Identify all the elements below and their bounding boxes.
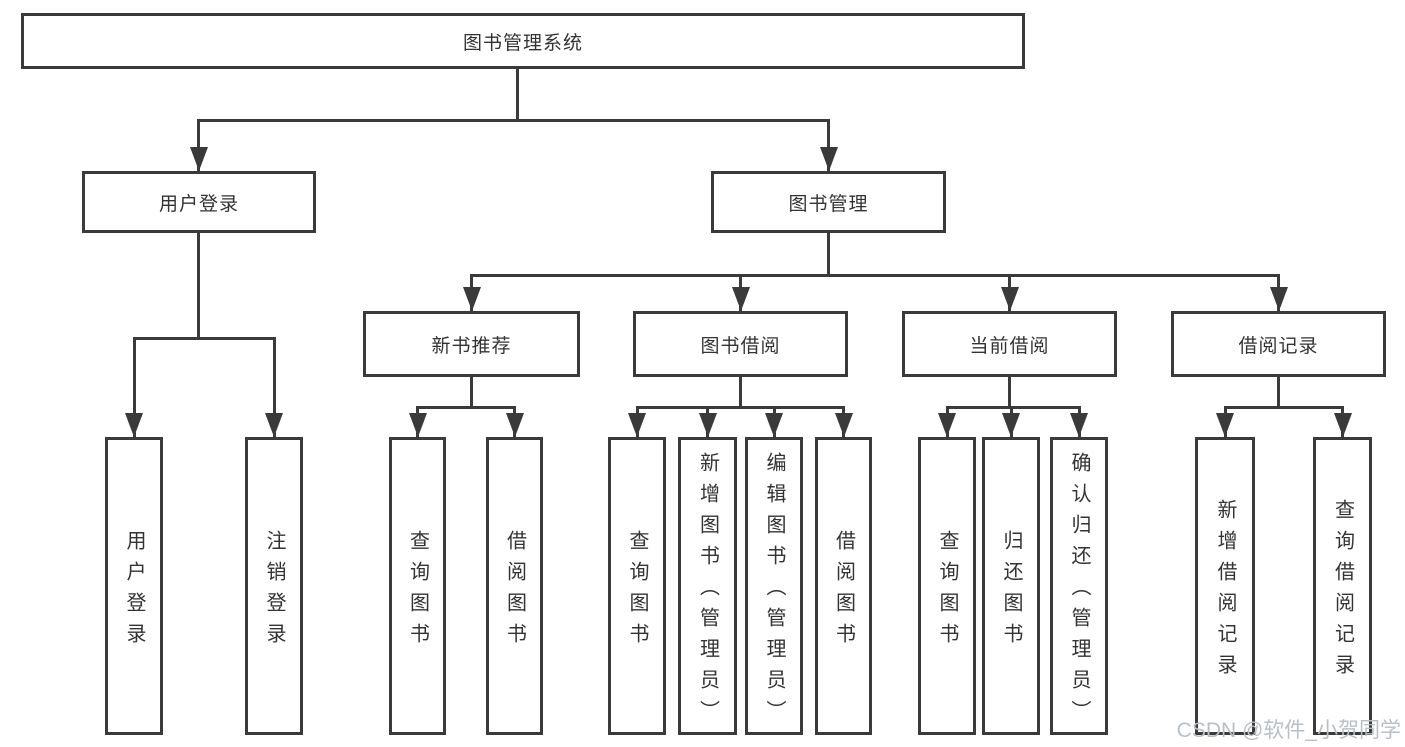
node-root: 图书管理系统	[21, 13, 1025, 69]
connector-book-mgmt-stem	[827, 233, 830, 277]
leaf-cb-confirm-return: 确认归还（管理员）	[1050, 437, 1108, 735]
arrowhead-icon	[1270, 287, 1288, 311]
node-new-book-rec: 新书推荐	[363, 311, 580, 377]
leaf-cb-query-book: 查询图书	[918, 437, 976, 735]
leaf-bb-add-book: 新增图书（管理员）	[678, 437, 737, 735]
leaf-logout: 注销登录	[245, 437, 303, 735]
node-borrow-record: 借阅记录	[1171, 311, 1386, 377]
leaf-cb-query-book-label: 查询图书	[936, 529, 958, 654]
connector-drop-leaf-logout	[273, 340, 276, 437]
connector-book-borrow-bus	[636, 406, 845, 409]
connector-drop-book-mgmt	[827, 122, 830, 171]
connector-drop-leaf-user-login	[133, 340, 136, 437]
arrowhead-icon	[628, 413, 646, 437]
node-user-login-label: 用户登录	[158, 193, 239, 215]
node-book-borrow-label: 图书借阅	[700, 335, 781, 357]
leaf-br-query-record-label: 查询借阅记录	[1331, 498, 1354, 685]
connector-user-login-bus	[133, 337, 276, 340]
leaf-cb-confirm-return-label: 确认归还（管理员）	[1068, 452, 1090, 731]
leaf-br-query-record: 查询借阅记录	[1313, 437, 1372, 735]
node-root-label: 图书管理系统	[462, 32, 583, 54]
arrowhead-icon	[1216, 413, 1234, 437]
node-current-borrow: 当前借阅	[902, 311, 1117, 377]
leaf-cb-return-book: 归还图书	[982, 437, 1040, 735]
connector-root-bus	[197, 119, 830, 122]
leaf-bb-edit-book-label: 编辑图书（管理员）	[763, 452, 785, 731]
node-book-mgmt: 图书管理	[711, 171, 946, 233]
leaf-bb-add-book-label: 新增图书（管理员）	[696, 452, 719, 731]
connector-borrow-record-stem	[1277, 377, 1280, 407]
arrowhead-icon	[190, 147, 208, 171]
arrowhead-icon	[463, 287, 481, 311]
connector-user-login-stem	[197, 233, 200, 337]
connector-current-borrow-bus	[946, 406, 1081, 409]
arrowhead-icon	[1002, 413, 1020, 437]
leaf-nb-borrow-book: 借阅图书	[486, 437, 543, 735]
arrowhead-icon	[265, 413, 283, 437]
arrowhead-icon	[1334, 413, 1352, 437]
leaf-nb-query-book-label: 查询图书	[406, 529, 429, 654]
connector-new-book-rec-bus	[416, 406, 516, 409]
leaf-br-add-record-label: 新增借阅记录	[1214, 498, 1236, 685]
leaf-bb-query-book-label: 查询图书	[626, 529, 648, 654]
leaf-cb-return-book-label: 归还图书	[1000, 529, 1022, 654]
arrowhead-icon	[409, 413, 427, 437]
leaf-br-add-record: 新增借阅记录	[1195, 437, 1255, 735]
arrowhead-icon	[699, 413, 717, 437]
node-current-borrow-label: 当前借阅	[969, 335, 1050, 357]
node-user-login: 用户登录	[82, 171, 316, 233]
connector-book-mgmt-bus	[470, 274, 1280, 277]
connector-root-stem	[516, 69, 519, 122]
connector-current-borrow-stem	[1008, 377, 1011, 407]
connector-new-book-rec-stem	[470, 377, 473, 407]
connector-borrow-record-bus	[1224, 406, 1344, 409]
node-book-borrow: 图书借阅	[633, 311, 848, 377]
arrowhead-icon	[765, 413, 783, 437]
leaf-user-login: 用户登录	[105, 437, 163, 735]
leaf-user-login-label: 用户登录	[123, 529, 145, 654]
node-borrow-record-label: 借阅记录	[1238, 335, 1319, 357]
leaf-bb-borrow-book: 借阅图书	[815, 437, 872, 735]
leaf-bb-borrow-book-label: 借阅图书	[832, 529, 855, 654]
arrowhead-icon	[820, 147, 838, 171]
arrowhead-icon	[1001, 287, 1019, 311]
leaf-bb-query-book: 查询图书	[608, 437, 666, 735]
connector-book-borrow-stem	[739, 377, 742, 407]
leaf-logout-label: 注销登录	[263, 529, 285, 654]
arrowhead-icon	[732, 287, 750, 311]
arrowhead-icon	[1070, 413, 1088, 437]
arrowhead-icon	[125, 413, 143, 437]
node-new-book-rec-label: 新书推荐	[431, 335, 512, 357]
connector-drop-user-login	[197, 122, 200, 171]
csdn-watermark: CSDN @软件_小贺同学	[1176, 719, 1401, 742]
leaf-bb-edit-book: 编辑图书（管理员）	[745, 437, 803, 735]
leaf-nb-query-book: 查询图书	[389, 437, 446, 735]
node-book-mgmt-label: 图书管理	[788, 193, 869, 215]
arrowhead-icon	[938, 413, 956, 437]
arrowhead-icon	[835, 413, 853, 437]
leaf-nb-borrow-book-label: 借阅图书	[503, 529, 526, 654]
arrowhead-icon	[506, 413, 524, 437]
